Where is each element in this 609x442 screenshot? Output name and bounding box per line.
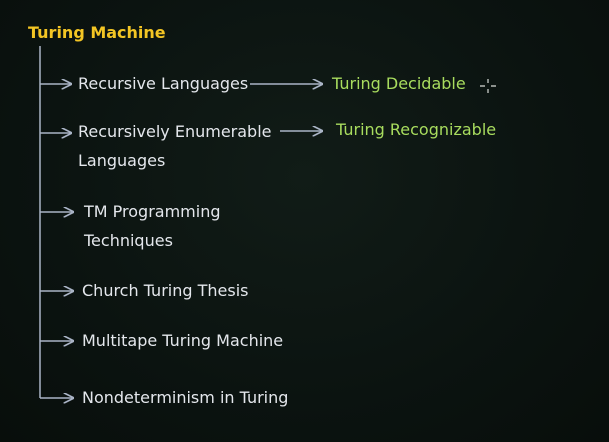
node-tm-programming-line2: Techniques [84, 231, 173, 250]
node-multitape-turing-machine: Multitape Turing Machine [82, 331, 284, 350]
pen-cursor-icon [480, 79, 496, 93]
node-recursively-enumerable-line1: Recursively Enumerable [78, 122, 272, 141]
result-turing-decidable: Turing Decidable [332, 74, 466, 93]
node-church-turing-thesis: Church Turing Thesis [82, 281, 249, 300]
diagram-title: Turing Machine [28, 23, 166, 42]
node-recursive-languages: Recursive Languages [78, 74, 249, 93]
result-turing-recognizable: Turing Recognizable [336, 120, 497, 139]
node-tm-programming-line1: TM Programming [84, 202, 221, 221]
node-nondeterminism-in-turing: Nondeterminism in Turing [82, 388, 289, 407]
node-recursively-enumerable-line2: Languages [78, 151, 166, 170]
